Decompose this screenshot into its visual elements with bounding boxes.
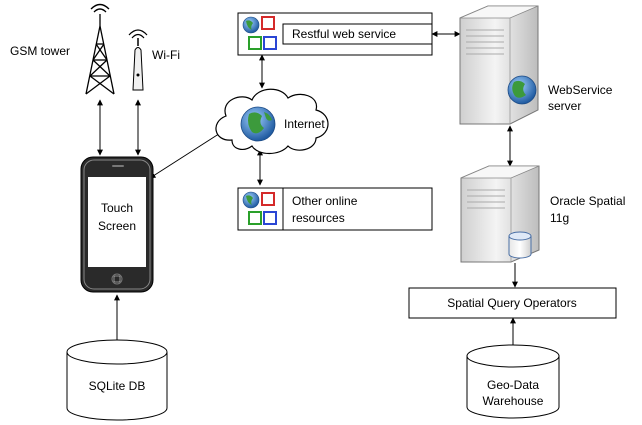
gsm-tower-label: GSM tower: [10, 44, 70, 58]
oracle-label-line1: Oracle Spatial: [550, 194, 625, 208]
globe-icon: [507, 75, 537, 105]
edge-phone-internet: [149, 129, 226, 179]
phone-label-line2: Screen: [98, 219, 136, 233]
spatial-query-box: [408, 287, 617, 319]
wifi-router-icon: [128, 29, 148, 91]
other-online-label-line1: Other online: [292, 194, 358, 208]
wifi-label: Wi-Fi: [152, 48, 180, 62]
webservice-label-line1: WebService: [548, 83, 613, 97]
restful-web-service: Restful web service: [237, 12, 433, 56]
other-online-label-line2: resources: [292, 211, 345, 225]
internet-cloud: [215, 88, 329, 155]
oracle-spatial-server: Oracle Spatial 11g: [460, 165, 625, 263]
database-icon: [66, 339, 168, 421]
geodata-label-line1: Geo-Data: [487, 378, 539, 392]
sqlite-label: SQLite DB: [89, 379, 146, 393]
web-resource-icon: [242, 191, 277, 225]
oracle-label-line2: 11g: [550, 211, 569, 225]
restful-label-box: [282, 23, 433, 45]
spatial-query-operators: Spatial Query Operators: [408, 287, 617, 319]
webservice-server: WebService server: [459, 5, 613, 125]
other-online-label-box: [282, 187, 433, 231]
server-icon: [459, 5, 539, 125]
geodata-label-line2: Warehouse: [483, 394, 544, 408]
globe-icon: [240, 106, 276, 142]
database-icon: [508, 231, 532, 259]
webservice-label-line2: server: [548, 99, 581, 113]
database-icon: [466, 344, 560, 419]
spatial-query-label: Spatial Query Operators: [447, 296, 576, 310]
smartphone: Touch Screen: [80, 156, 154, 293]
sqlite-db: SQLite DB: [66, 339, 168, 421]
phone-label-line1: Touch: [101, 201, 133, 215]
smartphone-icon: [80, 156, 154, 293]
other-online-resources: Other online resources: [237, 187, 433, 231]
gsm-tower-icon: [85, 3, 115, 95]
web-resource-icon: [242, 16, 277, 50]
geo-data-warehouse: Geo-Data Warehouse: [466, 344, 560, 419]
restful-label: Restful web service: [292, 27, 396, 41]
internet-label: Internet: [284, 117, 325, 131]
